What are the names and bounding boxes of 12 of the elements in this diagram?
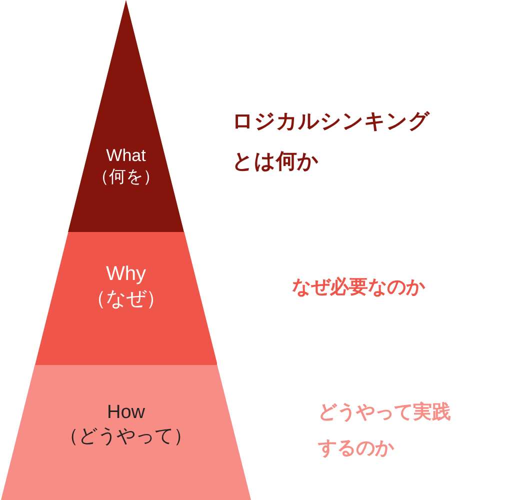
tier-label: What: [106, 145, 146, 166]
tier-label: （どうやって）: [60, 424, 192, 448]
pyramid-tier: [34, 232, 218, 365]
side-caption: どうやって実践するのか: [318, 400, 452, 462]
pyramid-tier: [1, 365, 251, 500]
pyramid-tier: [68, 0, 184, 232]
tier-label: （何を）: [92, 166, 160, 188]
tier-label: （なぜ）: [86, 287, 166, 312]
side-caption: なぜ必要なのか: [292, 276, 426, 300]
tier-label: How: [106, 401, 145, 425]
tier-label: Why: [106, 262, 146, 287]
side-caption: ロジカルシンキングとは何か: [232, 109, 431, 175]
